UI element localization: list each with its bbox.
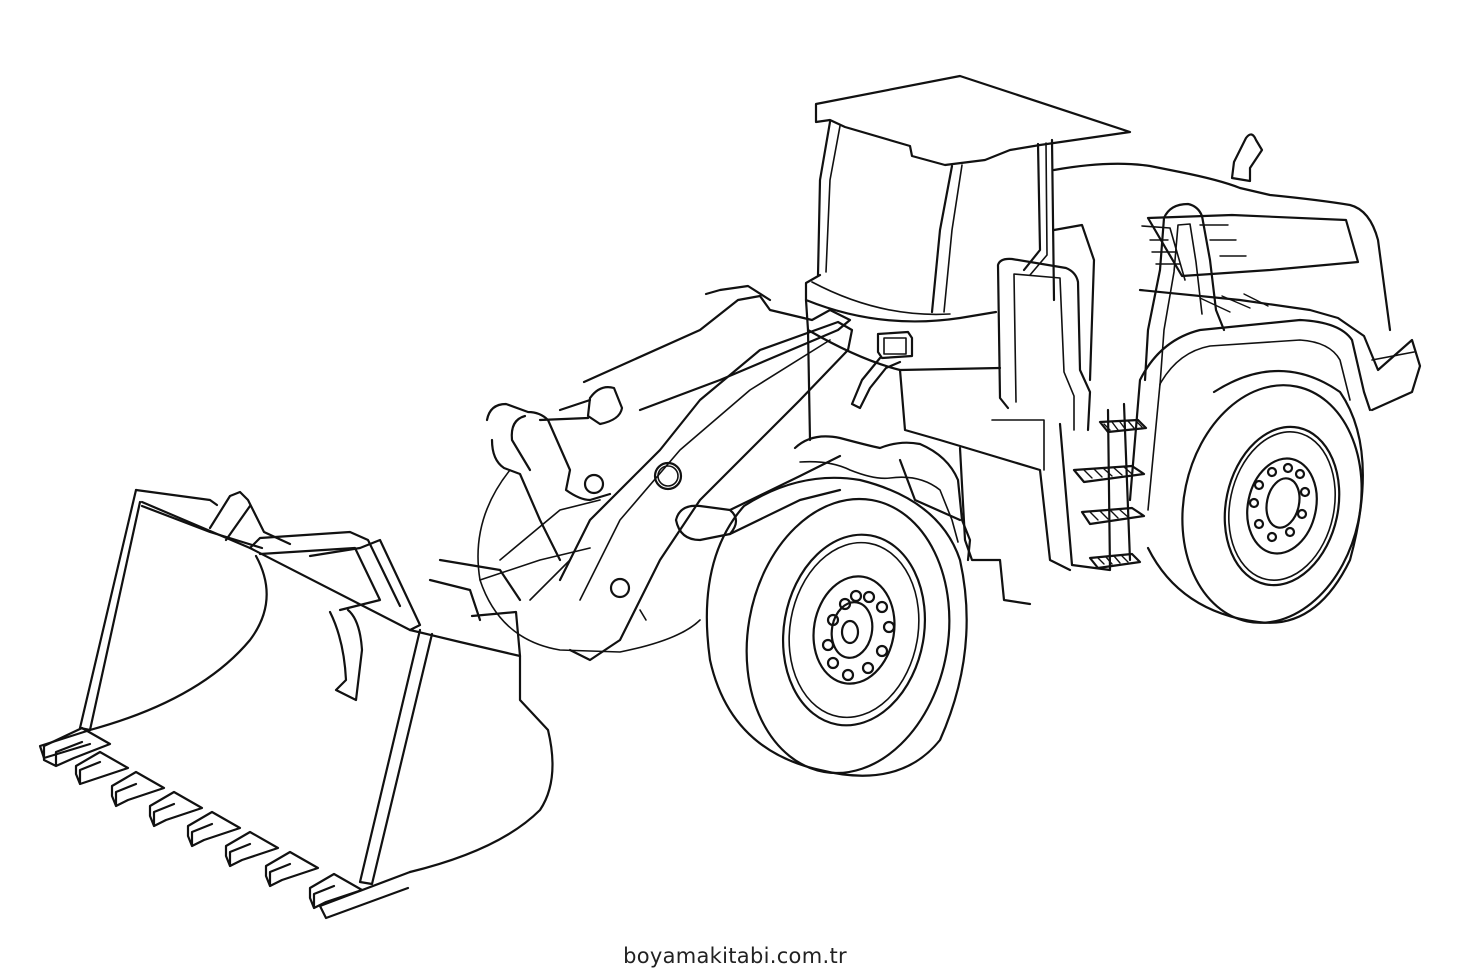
bucket-curve — [88, 554, 268, 732]
front-wheel — [705, 476, 968, 777]
ladder — [1058, 402, 1148, 572]
bell-crank — [485, 402, 612, 502]
ladder-step — [1072, 464, 1146, 484]
main-boom — [558, 320, 854, 662]
cab-center-pillar — [930, 164, 954, 314]
rear-wheel-bolts — [1248, 462, 1311, 543]
tilt-cylinder — [586, 386, 624, 426]
front-fender — [793, 435, 972, 562]
bucket — [38, 488, 554, 920]
front-wheel-bolts — [821, 589, 896, 682]
handrails — [996, 202, 1226, 432]
tooth — [74, 750, 130, 786]
ladder-step — [1080, 506, 1146, 526]
cab-base — [804, 273, 998, 323]
tooth — [224, 830, 280, 868]
cab-left-pillar — [816, 120, 832, 277]
lift-cylinder — [674, 504, 738, 542]
rear-fender — [1128, 318, 1372, 511]
tooth — [110, 770, 166, 808]
lift-arm-assembly — [477, 284, 854, 662]
hood-vent-panel — [1146, 213, 1360, 278]
hood-handrail — [1143, 202, 1226, 382]
cab-roof — [814, 74, 1132, 167]
watermark-url: boyamakitabi.com.tr — [623, 944, 847, 968]
exhaust-pipe — [1230, 133, 1264, 183]
ladder-step — [1088, 552, 1142, 570]
tooth — [42, 726, 112, 768]
tooth — [148, 790, 204, 828]
bucket-right-side — [358, 628, 434, 886]
work-light — [876, 330, 914, 360]
cab — [804, 74, 1132, 372]
engine-hood — [1052, 133, 1422, 412]
cab-handrail — [996, 257, 1092, 432]
tooth — [186, 810, 242, 848]
tooth — [264, 850, 320, 888]
tooth — [308, 872, 364, 910]
bucket-left-side — [78, 488, 142, 732]
rear-wheel — [1146, 369, 1364, 624]
cab-right-pillar — [1022, 142, 1042, 272]
ladder-step — [1098, 418, 1148, 434]
bucket-teeth — [42, 726, 364, 910]
